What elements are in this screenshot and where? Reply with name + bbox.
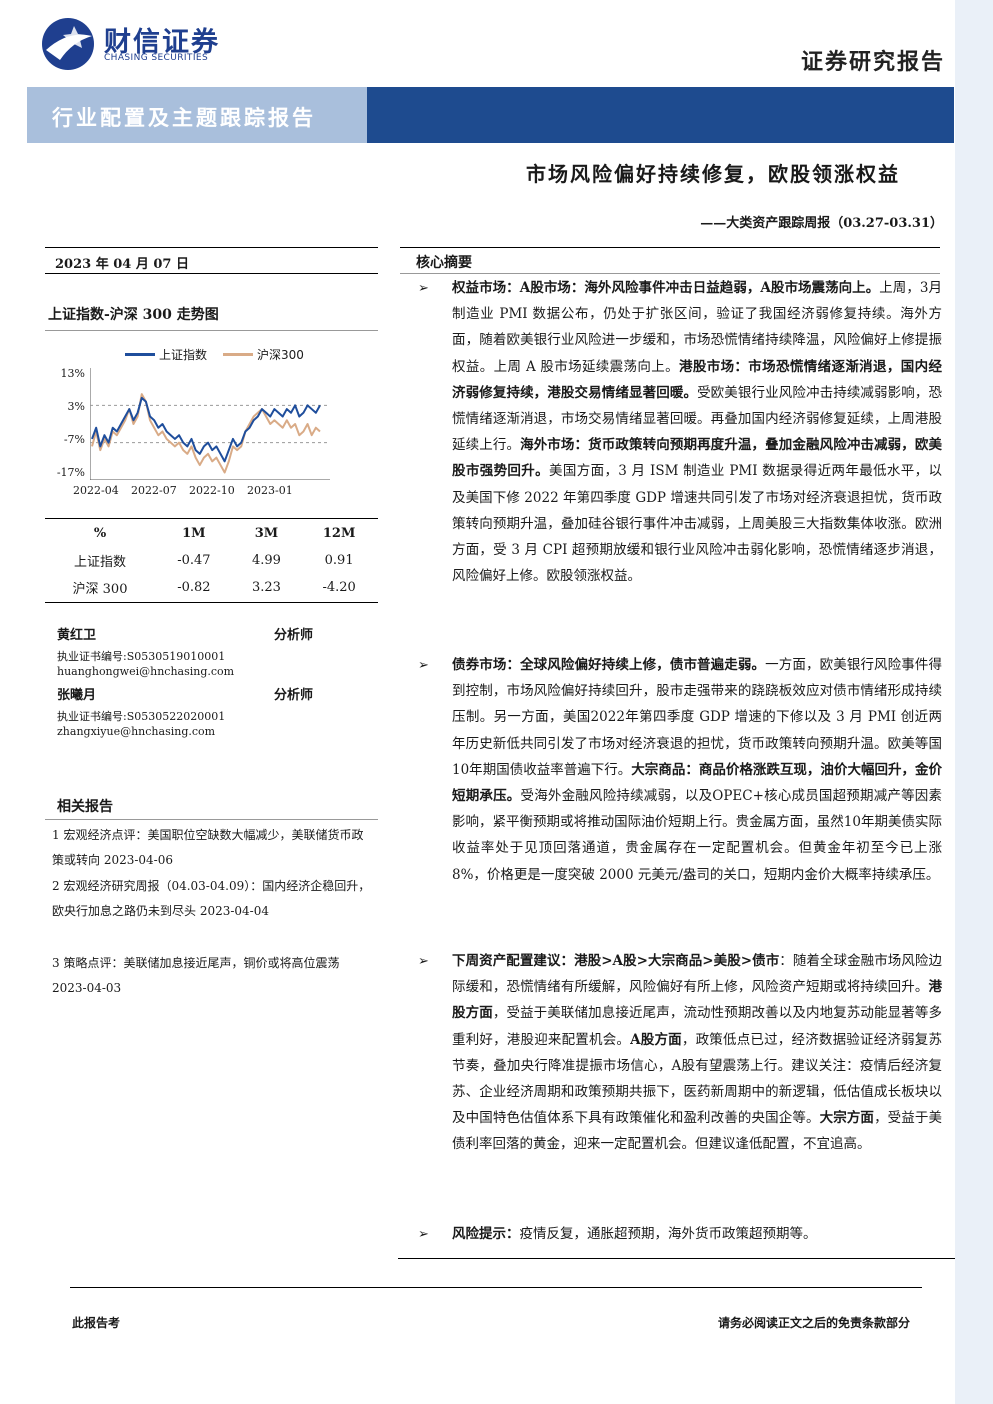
chart-legend: 上证指数 沪深300 bbox=[125, 346, 304, 363]
bullet-arrow-icon: ➢ bbox=[418, 281, 429, 296]
x-tick-label: 2022-10 bbox=[189, 484, 235, 497]
analyst-cert: 执业证书编号:S0530522020001 bbox=[57, 710, 226, 723]
analyst-role: 分析师 bbox=[274, 688, 314, 703]
table-cell: 4.99 bbox=[252, 553, 281, 568]
analyst-name: 张曦月 bbox=[57, 688, 97, 703]
bullet-text: ，受益于美债利率回落的黄金，迎来一定配置机会。但建议逢低配置，不宜追高。 bbox=[452, 1110, 943, 1153]
divider bbox=[45, 273, 378, 274]
related-report-item[interactable]: 2 宏观经济研究周报（04.03-04.09）：国内经济企稳回升，欧央行加息之路… bbox=[52, 879, 371, 918]
bullet-text: ，政策低点已过，经济数据验证经济弱复苏节奏，叠加央行降准提振市场信心，A股有望震… bbox=[452, 1031, 942, 1127]
y-tick-label: 13% bbox=[60, 367, 85, 380]
table-header-row: % 1M 3M 12M bbox=[45, 520, 378, 547]
chart-heading: 上证指数-沪深 300 走势图 bbox=[48, 307, 219, 323]
analyst-email[interactable]: huanghongwei@hnchasing.com bbox=[57, 665, 235, 678]
logo-subtext: CHASING SECURITIES bbox=[104, 53, 209, 63]
table-cell: 上证指数 bbox=[73, 555, 126, 570]
bullet-heading: 港股方面 bbox=[452, 979, 942, 1022]
table-row: 上证指数 -0.47 4.99 0.91 bbox=[45, 547, 378, 574]
y-tick-label: 3% bbox=[67, 400, 85, 413]
bullet-heading: 大宗方面 bbox=[819, 1110, 875, 1127]
bullet-arrow-icon: ➢ bbox=[418, 1227, 429, 1242]
chart-plot-area bbox=[90, 368, 330, 480]
divider bbox=[45, 819, 378, 820]
summary-heading: 核心摘要 bbox=[416, 255, 472, 271]
table-cell: 沪深 300 bbox=[72, 582, 128, 597]
bullet-heading: A股方面 bbox=[630, 1031, 682, 1048]
performance-table: % 1M 3M 12M 上证指数 -0.47 4.99 0.91 沪深 300 … bbox=[45, 520, 378, 601]
summary-bullet: 风险提示：疫情反复，通胀超预期，海外货币政策超预期等。 bbox=[452, 1221, 942, 1247]
analyst-name: 黄红卫 bbox=[57, 628, 97, 643]
divider bbox=[45, 518, 378, 519]
bullet-text: 美国方面，3 月 ISM 制造业 PMI 数据录得近两年最低水平，以及美国下修 … bbox=[452, 463, 942, 585]
divider bbox=[45, 330, 378, 331]
bullet-text: ：随着全球金融市场风险边际缓和，恐慌情绪有所缓解，风险偏好有所上修，风险资产短期… bbox=[452, 953, 942, 996]
report-type: 证券研究报告 bbox=[800, 49, 945, 75]
analyst-email[interactable]: zhangxiyue@hnchasing.com bbox=[57, 725, 216, 738]
logo-icon bbox=[42, 18, 94, 70]
analyst-role: 分析师 bbox=[274, 628, 314, 643]
related-report-item[interactable]: 1 宏观经济点评：美国职位空缺数大幅减少，美联储货币政策或转向 2023-04-… bbox=[52, 828, 364, 867]
related-heading: 相关报告 bbox=[57, 799, 113, 815]
bullet-arrow-icon: ➢ bbox=[418, 954, 429, 969]
bullet-heading: 海外市场：货币政策转向预期再度升温，叠加金融风险冲击减弱，欧美股市强势回升。 bbox=[452, 437, 943, 480]
y-tick-label: -17% bbox=[56, 466, 85, 479]
bullet-heading: 权益市场：A股市场：海外风险事件冲击日益趋弱，A股市场震荡向上。 bbox=[452, 280, 880, 296]
x-tick-label: 2022-07 bbox=[131, 484, 177, 497]
footer-disclaimer: 请务必阅读正文之后的免责条款部分 bbox=[717, 1316, 910, 1330]
report-title: 市场风险偏好持续修复，欧股领涨权益 bbox=[526, 162, 900, 186]
divider bbox=[45, 602, 378, 603]
legend-label: 沪深300 bbox=[257, 348, 304, 362]
bullet-text: 一方面，欧美银行风险事件得到控制，市场风险偏好持续回升，股市走强带来的跷跷板效应… bbox=[452, 657, 943, 778]
bullet-heading: 大宗商品：商品价格涨跌互现，油价大幅回升，金价短期承压。 bbox=[452, 761, 942, 805]
footer-divider bbox=[70, 1287, 922, 1288]
bullet-heading: 下周资产配置建议：港股>A股>大宗商品>美股>债市 bbox=[452, 953, 780, 969]
bullet-text: 受欧美银行业风险冲击持续减弱影响，恐慌情绪逐渐消退，市场交易情绪显著回暖。再叠加… bbox=[452, 384, 943, 454]
table-header-cell: % bbox=[93, 526, 107, 541]
table-cell: 0.91 bbox=[324, 553, 354, 568]
summary-bullet: 下周资产配置建议：港股>A股>大宗商品>美股>债市：随着全球金融市场风险边际缓和… bbox=[452, 948, 942, 1158]
bullet-arrow-icon: ➢ bbox=[418, 658, 429, 673]
report-date: 2023 年 04 月 07 日 bbox=[55, 257, 189, 272]
y-tick-label: -7% bbox=[63, 433, 85, 446]
series-line-沪深300 bbox=[91, 393, 321, 474]
table-cell: -0.82 bbox=[177, 580, 211, 595]
bullet-heading: 风险提示： bbox=[452, 1226, 520, 1242]
series-line-上证指数 bbox=[91, 396, 321, 463]
legend-swatch-shanghai bbox=[125, 353, 155, 356]
page-side-strip bbox=[955, 0, 993, 1404]
table-header-cell: 12M bbox=[322, 526, 356, 541]
logo-text: 财信证券 bbox=[104, 27, 220, 58]
divider bbox=[400, 273, 940, 274]
analyst-cert: 执业证书编号:S0530519010001 bbox=[57, 650, 226, 663]
bullet-heading: 港股市场：市场恐慌情绪逐渐消退，国内经济弱修复持续，港股交易情绪显著回暖。 bbox=[452, 358, 942, 401]
table-row: 沪深 300 -0.82 3.23 -4.20 bbox=[45, 574, 378, 601]
related-report-item[interactable]: 3 策略点评：美联储加息接近尾声，铜价或将高位震荡 2023-04-03 bbox=[52, 956, 340, 995]
divider bbox=[45, 247, 378, 248]
banner-title: 行业配置及主题跟踪报告 bbox=[52, 105, 316, 130]
divider bbox=[400, 247, 940, 248]
bullet-text: 上周，3月制造业 PMI 数据公布，仍处于扩张区间，验证了我国经济弱修复持续。海… bbox=[452, 280, 943, 375]
table-header-cell: 3M bbox=[254, 526, 279, 541]
bullet-text: ，受益于美联储加息接近尾声，流动性预期改善以及内地复苏动能显著等多重利好，港股迎… bbox=[452, 1005, 942, 1048]
footer-left-text: 此报告考 bbox=[72, 1316, 121, 1330]
table-cell: -0.47 bbox=[177, 553, 211, 568]
report-subtitle: ——大类资产跟踪周报（03.27-03.31） bbox=[700, 216, 943, 231]
x-tick-label: 2023-01 bbox=[247, 484, 293, 497]
table-header-cell: 1M bbox=[182, 526, 206, 541]
table-cell: -4.20 bbox=[322, 580, 356, 595]
summary-bullet: 权益市场：A股市场：海外风险事件冲击日益趋弱，A股市场震荡向上。上周，3月制造业… bbox=[452, 275, 942, 589]
trend-chart: 上证指数 沪深300 13% 3% -7% -17% 2022-04 2022-… bbox=[45, 340, 378, 510]
summary-bullet: 债券市场：全球风险偏好持续上修，债市普遍走弱。一方面，欧美银行风险事件得到控制，… bbox=[452, 652, 942, 888]
bullet-heading: 债券市场：全球风险偏好持续上修，债市普遍走弱。 bbox=[452, 657, 766, 673]
x-tick-label: 2022-04 bbox=[73, 484, 119, 497]
header-banner-accent bbox=[27, 87, 367, 143]
bullet-text: 疫情反复，通胀超预期，海外货币政策超预期等。 bbox=[519, 1226, 817, 1242]
legend-swatch-csi300 bbox=[223, 353, 254, 356]
bullet-text: 受海外金融风险持续减弱，以及OPEC+核心成员国超预期减产等因素影响，紧平衡预期… bbox=[452, 788, 942, 883]
divider bbox=[398, 1258, 955, 1259]
table-cell: 3.23 bbox=[252, 580, 281, 595]
legend-label: 上证指数 bbox=[159, 348, 208, 362]
